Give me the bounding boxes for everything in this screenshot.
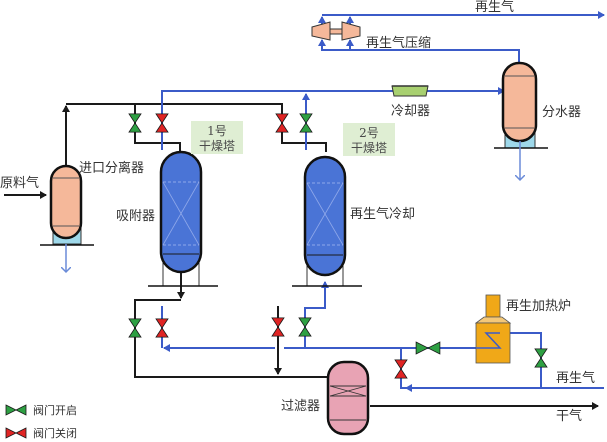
valve-t1-bottom-regen-closed[interactable] [155, 318, 169, 338]
tower2-regen[interactable] [292, 155, 362, 287]
regen-compressor[interactable] [311, 21, 361, 41]
legend-valve-closed-icon [5, 427, 27, 439]
tower1-top-process-line [134, 104, 181, 152]
regen-lines [161, 11, 605, 392]
valve-heater-inlet-open[interactable] [415, 341, 441, 355]
top-process-header [66, 103, 283, 120]
regen-compressor-label: 再生气压缩 [366, 35, 431, 51]
valve-t2-bottom-process-closed[interactable] [271, 317, 285, 337]
inlet-separator-label: 进口分离器 [79, 160, 144, 176]
compressor-stage-left [311, 21, 331, 41]
water-separator-label: 分水器 [542, 105, 581, 120]
cooler-body [391, 85, 429, 97]
inlet-separator-vessel [49, 164, 83, 240]
cooler[interactable] [391, 85, 429, 97]
compressor-shaft [329, 28, 343, 35]
water-separator[interactable] [494, 61, 548, 180]
valve-regen-supply-open[interactable] [534, 348, 548, 368]
tower1-tag-line1: 1号 [207, 124, 227, 138]
tower1-adsorber[interactable] [148, 150, 218, 287]
tower2-tag-line1: 2号 [359, 126, 379, 140]
water-separator-vessel [501, 61, 538, 143]
bottom-process-line [134, 299, 340, 378]
filter[interactable] [326, 360, 370, 436]
heater-body [475, 322, 511, 364]
regen-gas-top-label: 再生气 [475, 0, 514, 15]
legend: 阀门开启 阀门关闭 [5, 403, 77, 440]
heater-coil [476, 332, 502, 349]
valve-t2-top-process-closed[interactable] [275, 113, 289, 133]
tower1-bed-cross-b [162, 181, 200, 246]
adsorber-label: 吸附器 [116, 209, 155, 224]
cooler-label: 冷却器 [391, 104, 430, 119]
valve-heater-bypass-closed[interactable] [394, 359, 408, 379]
regen-heater[interactable] [474, 294, 512, 364]
legend-closed: 阀门关闭 [5, 426, 77, 440]
inlet-separator[interactable] [40, 164, 94, 272]
legend-valve-open-icon [5, 404, 27, 416]
valve-t2-bottom-regen-open[interactable] [298, 317, 312, 337]
regen-gas-right-label: 再生气 [556, 370, 595, 386]
tower2-bed-cross-b [306, 182, 344, 246]
tower2-tag-bg [343, 123, 395, 156]
regen-cooling-label: 再生气冷却 [350, 206, 415, 222]
valve-t2-top-regen-open[interactable] [299, 113, 313, 133]
compressor-stage-right [341, 21, 361, 41]
valve-t1-bottom-process-open[interactable] [128, 318, 142, 338]
tower2-tag-line2: 干燥塔 [351, 141, 387, 155]
dry-gas-label: 干气 [556, 408, 582, 424]
valve-t1-top-process-open[interactable] [128, 113, 142, 133]
filter-cross-b [329, 385, 367, 397]
tower2-vessel [303, 155, 347, 277]
regen-heater-label: 再生加热炉 [506, 299, 571, 314]
valves [128, 113, 548, 379]
heater-hood [474, 316, 512, 324]
feed-gas-label: 原料气 [0, 175, 39, 191]
legend-closed-label: 阀门关闭 [33, 426, 77, 440]
tower1-tag-bg [191, 121, 243, 154]
tower1-tag-line2: 干燥塔 [199, 139, 235, 153]
heater-stack [485, 294, 501, 318]
valve-t1-top-regen-closed[interactable] [155, 113, 169, 133]
legend-open-label: 阀门开启 [33, 403, 77, 417]
heater-bypass-line [400, 348, 412, 389]
tower2-bottom-regen [304, 284, 326, 348]
filter-label: 过滤器 [281, 399, 320, 414]
filter-vessel [326, 360, 370, 436]
legend-open: 阀门开启 [5, 403, 77, 417]
